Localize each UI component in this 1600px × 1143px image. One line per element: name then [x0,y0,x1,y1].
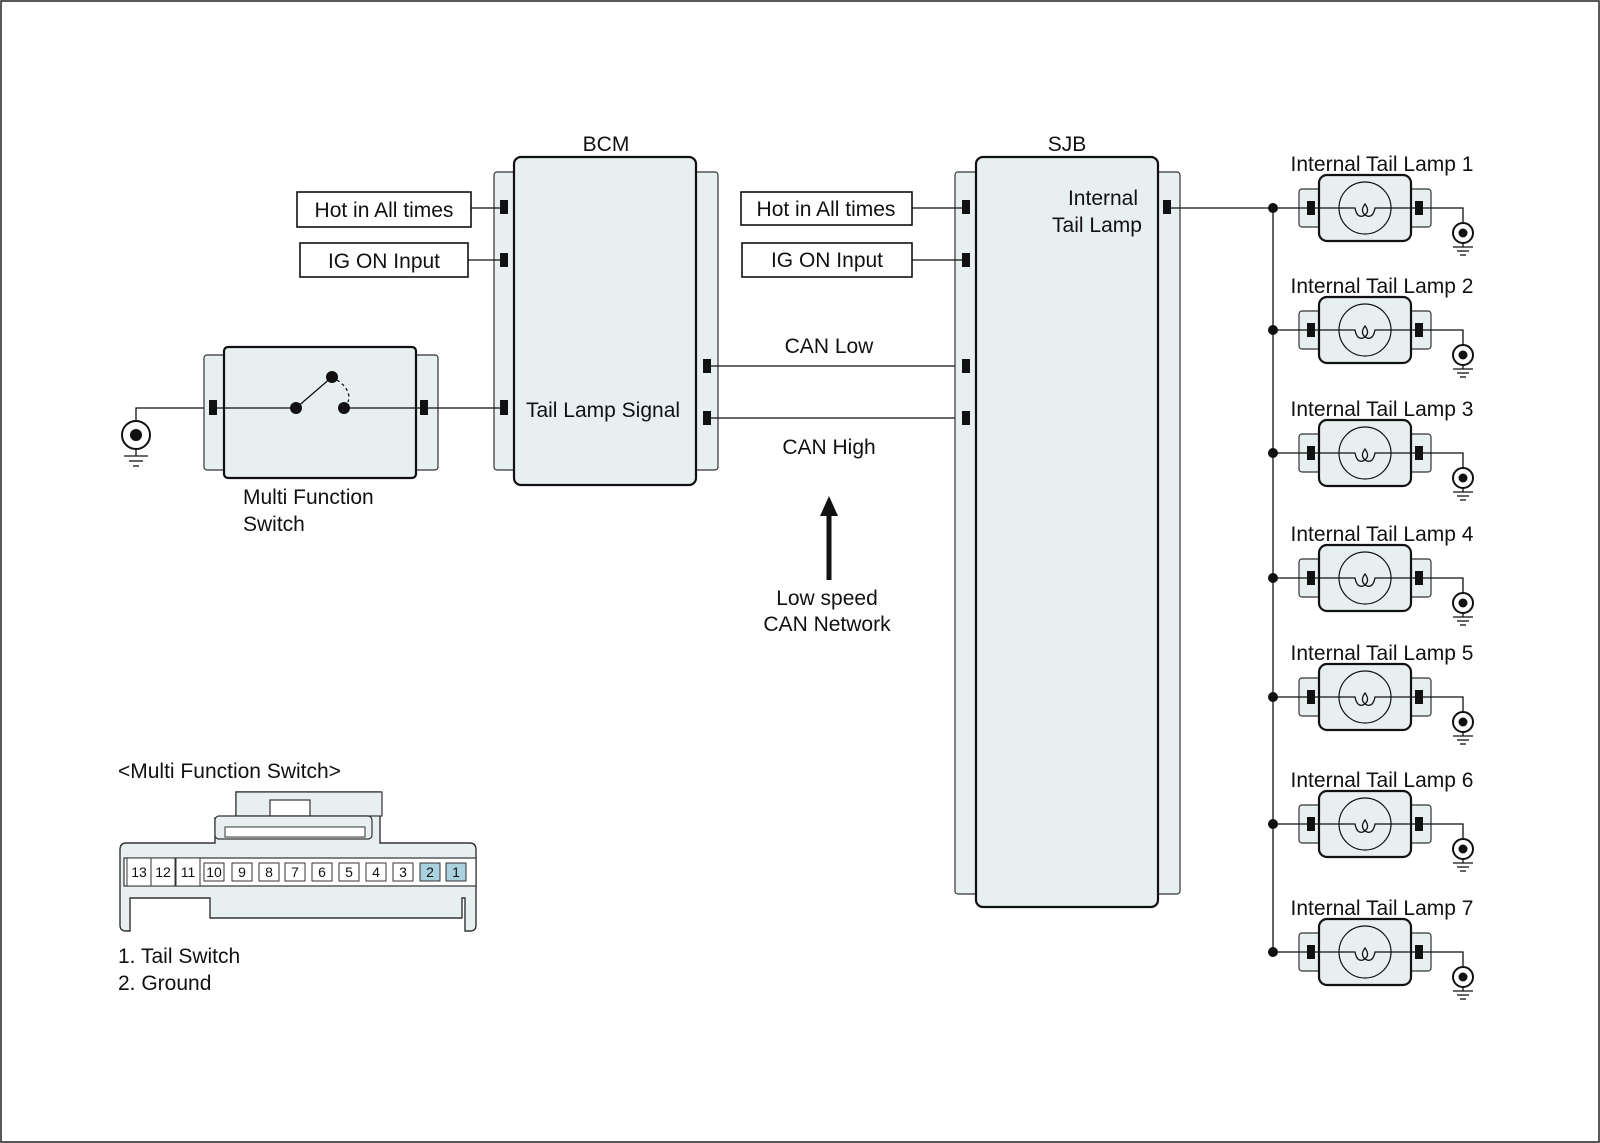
sjb-body [974,155,1160,909]
connector-pin-label: 1 [452,864,460,880]
bcm-can-high-terminal [703,411,711,425]
can-high-label: CAN High [782,436,875,459]
switch-body [222,345,418,480]
connector-pin-label: 8 [265,864,273,880]
switch-terminal-right [420,400,428,415]
connector-pin-11 [175,857,201,887]
connector-pin-10 [203,862,225,882]
connector-title: <Multi Function Switch> [118,760,341,783]
switch-label-line2: Switch [243,513,305,536]
connector-pin-label: 3 [399,864,407,880]
tail-lamp-label: Internal Tail Lamp 7 [1291,897,1474,920]
connector-pin-label: 9 [238,864,246,880]
connector-pin-1 [445,862,467,882]
connector-pin-label: 13 [131,864,147,880]
connector-pin-9 [231,862,253,882]
connector-pin-6 [311,862,333,882]
switch-label-line1: Multi Function [243,486,374,509]
bcm-tail-lamp-signal-label: Tail Lamp Signal [526,399,680,422]
tail-lamp-group: Internal Tail Lamp 1 Internal Tail Lamp 2… [1171,153,1474,1000]
tail-lamp-2: Internal Tail Lamp 2 [1268,275,1474,378]
bcm-right-connector [693,171,719,471]
connector-legend-2: 2. Ground [118,972,211,995]
sjb-ig-label-box [741,242,913,278]
tail-lamp-7: Internal Tail Lamp 7 [1268,897,1474,1000]
connector-pin-label: 12 [155,864,171,880]
connector-pin-row: 13 12 11 10 9 8 7 6 5 4 3 2 1 [126,857,467,887]
bcm-hot-terminal [500,200,508,214]
tail-lamp-label: Internal Tail Lamp 2 [1291,275,1474,298]
sjb-inputs: Hot in All times IG ON Input [740,191,962,278]
connector-pin-label: 5 [345,864,353,880]
connector-pin-label: 10 [206,864,222,880]
can-network-label-line1: Low speed [776,587,878,610]
bcm-ig-label: IG ON Input [328,250,440,273]
tail-lamp-4: Internal Tail Lamp 4 [1268,523,1474,626]
up-arrow-icon [820,496,838,580]
tail-lamp-3: Internal Tail Lamp 3 [1268,398,1474,501]
connector-pin-4 [365,862,387,882]
bcm-body [512,155,698,487]
can-bus: CAN Low CAN High Low speed CAN Network [703,335,962,636]
connector-legend-1: 1. Tail Switch [118,945,240,968]
sjb-module: SJB Internal Tail Lamp [954,133,1181,909]
switch-contact-b-icon [338,402,350,414]
tail-lamp-label: Internal Tail Lamp 3 [1291,398,1474,421]
sjb-hot-label: Hot in All times [757,198,896,221]
bcm-tail-terminal [500,400,508,415]
connector-pin-label: 2 [426,864,434,880]
connector-pin-13 [126,857,152,887]
tail-lamp-label: Internal Tail Lamp 4 [1291,523,1474,546]
sjb-output-label-line1: Internal [1068,187,1138,210]
tail-lamp-label: Internal Tail Lamp 5 [1291,642,1474,665]
connector-pin-3 [392,862,414,882]
sjb-tail-output-terminal [1163,200,1171,214]
sjb-output-label-line2: Tail Lamp [1052,214,1142,237]
multi-function-switch: Multi Function Switch [121,345,508,536]
sjb-can-high-terminal [962,411,970,425]
bcm-module: BCM Tail Lamp Signal [493,133,719,487]
sjb-ig-label: IG ON Input [771,249,883,272]
sjb-right-connector [1155,171,1181,895]
connector-pin-label: 4 [372,864,380,880]
switch-terminal-left [209,400,217,415]
can-network-label-line2: CAN Network [763,613,891,636]
connector-pin-12 [150,857,176,887]
bcm-can-low-terminal [703,359,711,373]
sjb-title: SJB [1048,133,1087,156]
switch-lever-icon [326,371,338,383]
sjb-can-low-terminal [962,359,970,373]
bcm-hot-label: Hot in All times [315,199,454,222]
connector-pin-label: 11 [181,864,196,880]
tail-lamp-6: Internal Tail Lamp 6 [1268,769,1474,872]
tail-lamp-label: Internal Tail Lamp 6 [1291,769,1474,792]
bcm-ig-terminal [500,253,508,267]
can-low-label: CAN Low [785,335,875,358]
bcm-hot-label-box [296,191,472,228]
bcm-inputs: Hot in All times IG ON Input [296,191,508,278]
tail-lamp-5: Internal Tail Lamp 5 [1268,642,1474,745]
connector-pin-2 [419,862,441,882]
sjb-ig-terminal [962,253,970,267]
sjb-hot-terminal [962,200,970,214]
bcm-title: BCM [583,133,630,156]
connector-latch [269,799,311,817]
tail-lamp-1: Internal Tail Lamp 1 [1268,153,1474,256]
connector-pin-8 [258,862,280,882]
tail-lamp-label: Internal Tail Lamp 1 [1291,153,1474,176]
connector-pin-5 [338,862,360,882]
connector-pin-7 [284,862,306,882]
connector-pin-label: 7 [291,864,299,880]
connector-pin-label: 6 [318,864,326,880]
